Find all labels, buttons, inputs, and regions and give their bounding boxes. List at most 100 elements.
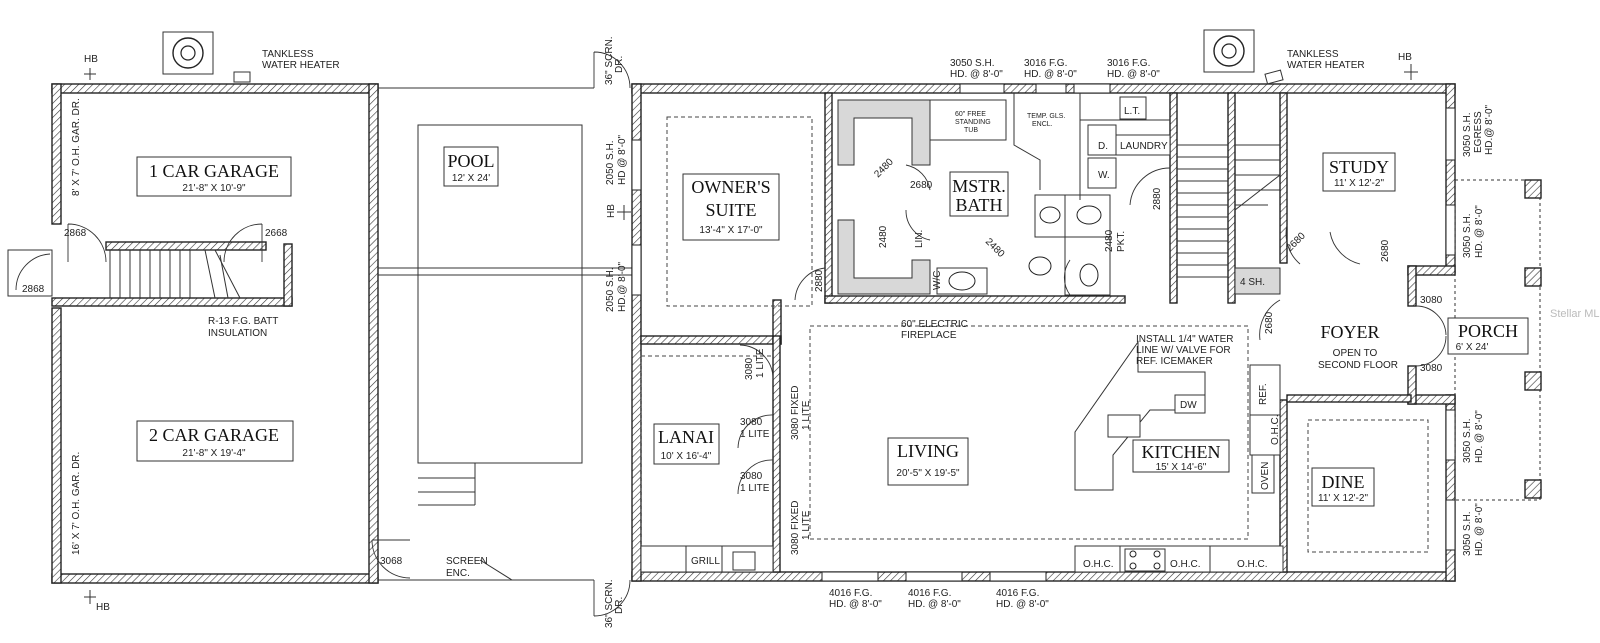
tub-note-1: 60" FREE — [955, 111, 986, 118]
porch-dims: 6' X 24' — [1456, 342, 1489, 353]
door-3080-b: 3080 — [1420, 363, 1443, 374]
win-bot1-b: HD. @ 8'-0" — [829, 599, 882, 610]
garage2-dims: 21'-8" X 19'-4" — [182, 448, 246, 459]
porch-name: PORCH — [1458, 321, 1518, 341]
washer-label: W. — [1098, 170, 1110, 181]
fixed-2-a: 3080 FIXED — [790, 501, 801, 555]
living-dims: 20'-5" X 19'-5" — [896, 468, 960, 479]
living-name: LIVING — [897, 441, 959, 461]
lite-3080-c: 3080 — [740, 471, 763, 482]
door-2480-c: 2480 — [983, 236, 1007, 260]
pool-area — [378, 51, 640, 617]
pkt-label: PKT. — [1116, 231, 1127, 252]
study-dims: 11' X 12'-2" — [1334, 178, 1384, 189]
door-2668: 2668 — [265, 228, 288, 239]
door-2680-a: 2680 — [910, 180, 933, 191]
door-2880-a: 2880 — [814, 269, 825, 292]
hb-3: HB — [1398, 52, 1412, 63]
tub-note-2: STANDING — [955, 119, 991, 126]
tankless-note-2: WATER HEATER — [262, 60, 340, 71]
lite-1-b: 1 LITE — [740, 429, 770, 440]
oven-label: OVEN — [1260, 462, 1271, 490]
ice-note-1: INSTALL 1/4" WATER — [1136, 334, 1233, 345]
win-bot3-b: HD. @ 8'-0" — [996, 599, 1049, 610]
owner-name-2: SUITE — [706, 200, 757, 220]
kitchen-name: KITCHEN — [1142, 442, 1221, 462]
door-2680-d: 2680 — [1380, 239, 1391, 262]
foyer-name: FOYER — [1320, 322, 1379, 342]
win-left2-a: 2050 S.H. — [605, 268, 616, 312]
fixed-1-a: 3080 FIXED — [790, 386, 801, 440]
ohc-label-2: O.H.C. — [1083, 559, 1114, 570]
fireplace-note-1: 60" ELECTRIC — [901, 319, 968, 330]
tankless-note-1: TANKLESS — [262, 49, 314, 60]
ohc-label-3: O.H.C. — [1170, 559, 1201, 570]
win-bot2-a: 4016 F.G. — [908, 588, 951, 599]
win-right3-b: HD. @ 8'-0" — [1474, 410, 1485, 463]
tankless-note-4: WATER HEATER — [1287, 60, 1365, 71]
win-left1-b: HD @ 8'-0" — [617, 134, 628, 185]
ice-note-3: REF. ICEMAKER — [1136, 356, 1213, 367]
hb-1: HB — [84, 54, 98, 65]
win-right3-a: 3050 S.H. — [1462, 419, 1473, 463]
win-bot1-a: 4016 F.G. — [829, 588, 872, 599]
screen-note-1: SCREEN — [446, 556, 488, 567]
hb-4: HB — [606, 204, 617, 218]
foyer-note-1: OPEN TO — [1333, 348, 1378, 359]
lite-3080-b: 3080 — [740, 417, 763, 428]
win-top1-b: HD. @ 8'-0" — [950, 69, 1003, 80]
fireplace-note-2: FIREPLACE — [901, 330, 957, 341]
door-2680-b: 2680 — [1264, 311, 1275, 334]
dw-label: DW — [1180, 400, 1197, 411]
wic-label: W/C — [932, 271, 943, 290]
dryer-label: D. — [1098, 141, 1108, 152]
garage1-dims: 21'-8" X 10'-9" — [182, 183, 246, 194]
door-2868-b: 2868 — [64, 228, 87, 239]
win-left1-a: 2050 S.H. — [605, 141, 616, 185]
ohc-label-4: O.H.C. — [1237, 559, 1268, 570]
garage2-name: 2 CAR GARAGE — [149, 425, 279, 445]
ice-note-2: LINE W/ VALVE FOR — [1136, 345, 1231, 356]
win-right1-a: 3050 S.H. — [1462, 113, 1473, 157]
win-top2-b: HD. @ 8'-0" — [1024, 69, 1077, 80]
lite-1-c: 1 LITE — [740, 483, 770, 494]
owner-name-1: OWNER'S — [691, 177, 770, 197]
main-stairs — [1177, 144, 1281, 295]
study-name: STUDY — [1329, 157, 1389, 177]
ohc-label-1: O.H.C. — [1270, 414, 1281, 445]
screen-note-2: ENC. — [446, 568, 470, 579]
door-2868-a: 2868 — [22, 284, 45, 295]
lin-label: LIN. — [914, 230, 925, 248]
win-top2-a: 3016 F.G. — [1024, 58, 1067, 69]
door-2480-b: 2480 — [878, 225, 889, 248]
garage-stairs — [109, 249, 241, 299]
win-left2-b: HD.@ 8'-0" — [617, 261, 628, 312]
pool-name: POOL — [447, 151, 494, 171]
tub-note-3: TUB — [964, 127, 978, 134]
win-bot3-a: 4016 F.G. — [996, 588, 1039, 599]
dine-name: DINE — [1322, 472, 1365, 492]
owner-dims: 13'-4" X 17'-0" — [699, 225, 763, 236]
bath-name-1: MSTR. — [952, 176, 1006, 196]
win-bot2-b: HD. @ 8'-0" — [908, 599, 961, 610]
batt-note-2: INSULATION — [208, 328, 267, 339]
win-right4-a: 3050 S.H. — [1462, 512, 1473, 556]
labels: 1 CAR GARAGE 21'-8" X 10'-9" 2 CAR GARAG… — [22, 36, 1600, 628]
lite-1-a: 1 LITE — [755, 348, 766, 378]
grill-label: GRILL — [691, 556, 720, 567]
foyer-note-2: SECOND FLOOR — [1318, 360, 1398, 371]
fixed-1-b: 1 LITE — [801, 400, 812, 430]
win-right1-b: EGRESS — [1473, 111, 1484, 153]
win-right4-b: HD. @ 8'-0" — [1474, 503, 1485, 556]
lanai-name: LANAI — [658, 427, 714, 447]
gar-door-2: 16' X 7' O.H. GAR. DR. — [71, 452, 82, 555]
batt-note-1: R-13 F.G. BATT — [208, 316, 278, 327]
win-top3-a: 3016 F.G. — [1107, 58, 1150, 69]
ref-label: REF. — [1258, 383, 1269, 405]
main-house — [631, 29, 1542, 582]
scrn-2-b: DR. — [614, 597, 625, 614]
garage-block — [7, 31, 411, 604]
scrn-1-b: DR. — [614, 56, 625, 73]
sh4-label: 4 SH. — [1240, 277, 1265, 288]
